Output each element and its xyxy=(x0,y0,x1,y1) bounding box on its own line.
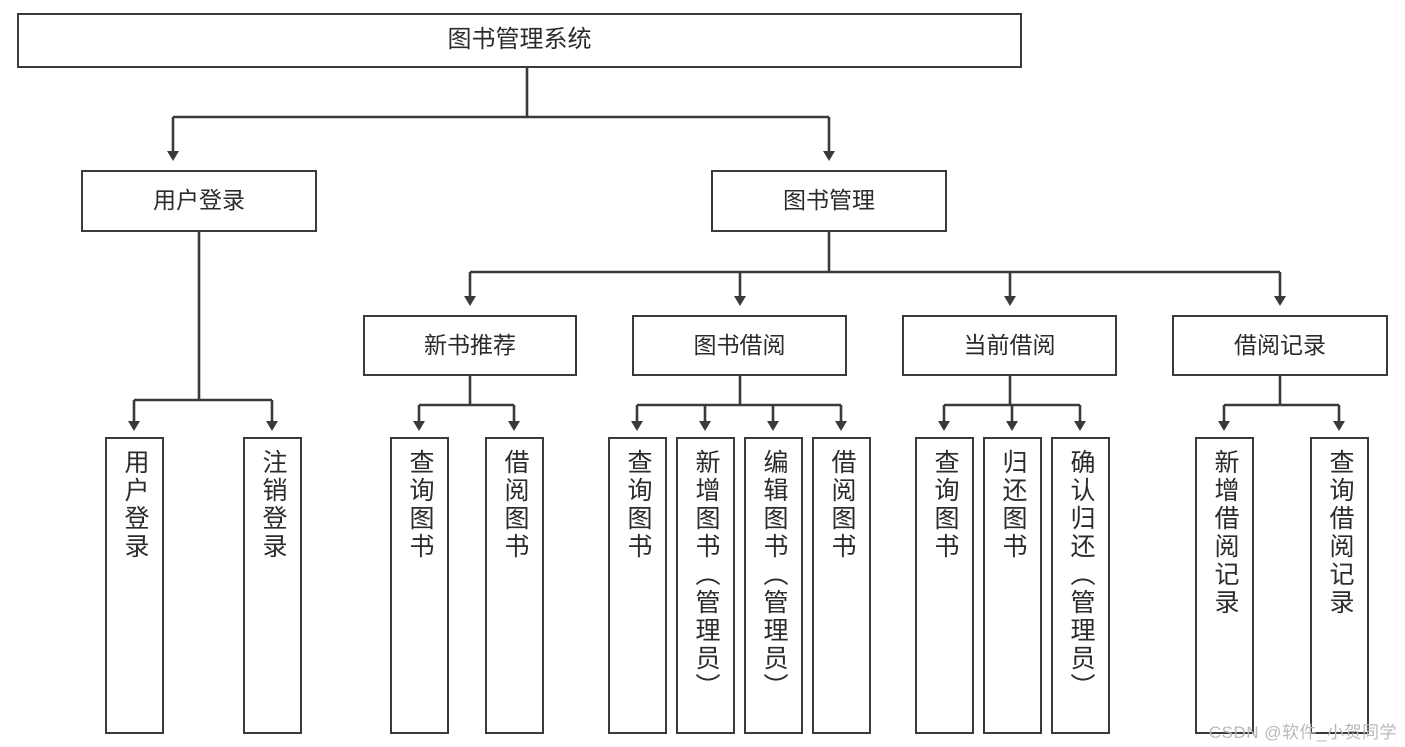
leaf-current-return-book[interactable]: 归还图书 xyxy=(983,437,1042,734)
node-book-borrow[interactable]: 图书借阅 xyxy=(632,315,847,376)
node-label: 查询图书 xyxy=(406,449,434,561)
node-current-borrow[interactable]: 当前借阅 xyxy=(902,315,1117,376)
node-label: 注销登录 xyxy=(259,449,287,561)
node-borrow-record[interactable]: 借阅记录 xyxy=(1172,315,1388,376)
node-label: 查询图书 xyxy=(931,449,959,561)
node-label: 图书管理 xyxy=(783,187,875,214)
node-label: 借阅图书 xyxy=(501,449,529,561)
leaf-user-login[interactable]: 用户登录 xyxy=(105,437,164,734)
node-label: 确认归还（管理员） xyxy=(1067,449,1095,701)
node-label: 借阅记录 xyxy=(1234,331,1326,358)
node-label: 当前借阅 xyxy=(963,331,1056,358)
node-label: 新增借阅记录 xyxy=(1211,449,1239,617)
node-label: 图书管理系统 xyxy=(447,26,592,54)
watermark: CSDN @软件_小贺同学 xyxy=(1208,723,1397,742)
node-label: 归还图书 xyxy=(999,449,1027,561)
leaf-recommend-query-book[interactable]: 查询图书 xyxy=(390,437,449,734)
leaf-recommend-borrow-book[interactable]: 借阅图书 xyxy=(485,437,544,734)
leaf-record-add-borrow-record[interactable]: 新增借阅记录 xyxy=(1195,437,1254,734)
node-label: 查询借阅记录 xyxy=(1326,449,1354,617)
node-user-login[interactable]: 用户登录 xyxy=(81,170,317,232)
node-label: 新增图书（管理员） xyxy=(692,449,720,701)
node-label: 用户登录 xyxy=(153,187,245,214)
node-new-book-recommend[interactable]: 新书推荐 xyxy=(363,315,577,376)
node-book-management[interactable]: 图书管理 xyxy=(711,170,947,232)
leaf-current-confirm-return-admin[interactable]: 确认归还（管理员） xyxy=(1051,437,1110,734)
node-label: 借阅图书 xyxy=(828,449,856,561)
leaf-borrow-add-book-admin[interactable]: 新增图书（管理员） xyxy=(676,437,735,734)
node-label: 新书推荐 xyxy=(424,331,516,358)
node-label: 图书借阅 xyxy=(693,331,786,358)
node-root-system[interactable]: 图书管理系统 xyxy=(17,13,1022,68)
leaf-current-query-book[interactable]: 查询图书 xyxy=(915,437,974,734)
node-label: 查询图书 xyxy=(624,449,652,561)
leaf-borrow-query-book[interactable]: 查询图书 xyxy=(608,437,667,734)
node-label: 编辑图书（管理员） xyxy=(760,449,788,701)
leaf-borrow-edit-book-admin[interactable]: 编辑图书（管理员） xyxy=(744,437,803,734)
leaf-user-logout[interactable]: 注销登录 xyxy=(243,437,302,734)
leaf-record-query-borrow-record[interactable]: 查询借阅记录 xyxy=(1310,437,1369,734)
leaf-borrow-borrow-book[interactable]: 借阅图书 xyxy=(812,437,871,734)
node-label: 用户登录 xyxy=(121,449,149,561)
